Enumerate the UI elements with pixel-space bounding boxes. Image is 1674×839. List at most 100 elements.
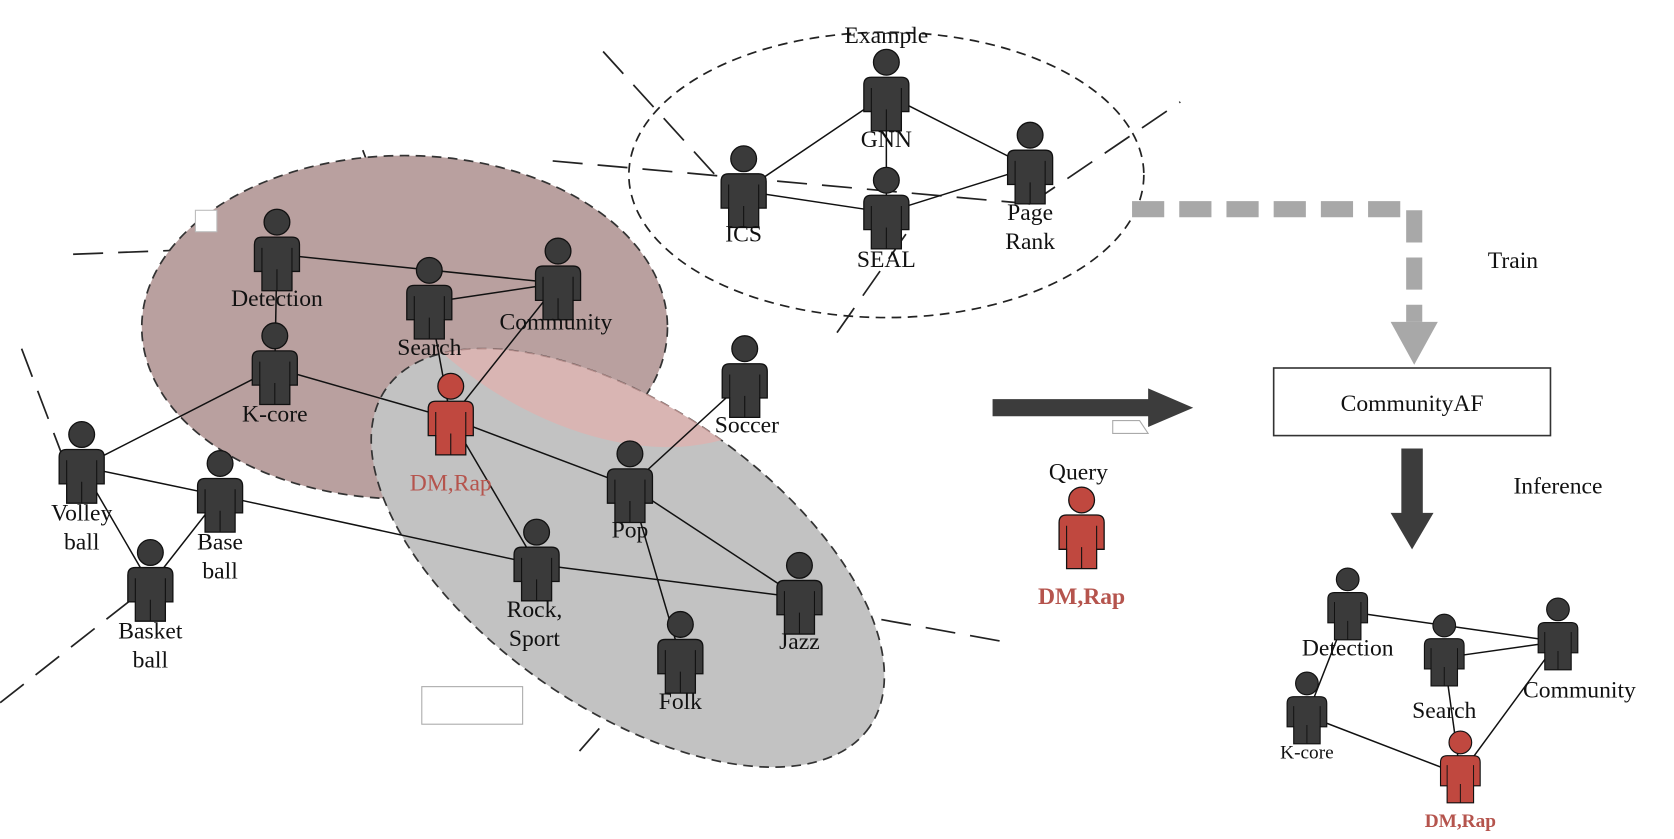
person-outline bbox=[664, 650, 696, 694]
person-body-icon bbox=[251, 350, 298, 406]
person-body-icon bbox=[427, 400, 474, 456]
person-outline bbox=[1066, 525, 1098, 569]
person-outline bbox=[1430, 648, 1458, 686]
person-outline bbox=[521, 557, 553, 601]
person-icon-soccer bbox=[721, 335, 768, 418]
person-head-icon bbox=[263, 208, 291, 236]
person-head-icon bbox=[544, 237, 572, 265]
edge-dmrap-pop bbox=[450, 417, 631, 487]
edge-baseball-rocksport bbox=[219, 494, 537, 566]
node-label-r_detection: Detection bbox=[1302, 636, 1394, 662]
person-head-icon bbox=[415, 256, 443, 284]
edge-ics-seal bbox=[743, 190, 887, 214]
person-body-icon bbox=[776, 579, 823, 635]
query-label: DM,Rap bbox=[1038, 584, 1125, 610]
person-head-icon bbox=[1068, 486, 1096, 514]
example-title: Example bbox=[844, 23, 928, 49]
person-icon-pagerank bbox=[1006, 121, 1054, 205]
person-head-icon bbox=[136, 539, 164, 567]
person-head-icon bbox=[1335, 567, 1360, 592]
person-head-icon bbox=[206, 449, 234, 478]
person-outline bbox=[1334, 602, 1362, 640]
person-icon-detection bbox=[253, 208, 301, 292]
inference-arrow bbox=[1390, 448, 1434, 550]
person-outline bbox=[728, 184, 760, 228]
person-icon-r_community bbox=[1537, 597, 1579, 671]
person-outline bbox=[870, 87, 902, 131]
person-outline bbox=[261, 247, 293, 291]
node-label-folk: Folk bbox=[659, 689, 702, 715]
person-head-icon bbox=[437, 372, 465, 400]
person-outline bbox=[413, 296, 445, 340]
person-icon-search bbox=[406, 256, 453, 340]
person-body-icon bbox=[534, 265, 582, 321]
person-body-icon bbox=[657, 638, 704, 694]
person-icon-community bbox=[534, 237, 582, 321]
person-body-icon bbox=[863, 194, 910, 250]
node-label-baseball: ball bbox=[202, 558, 238, 584]
person-body-icon bbox=[127, 566, 174, 622]
node-label-community: Community bbox=[500, 309, 613, 335]
node-label-baseball: Base bbox=[197, 529, 243, 555]
person-body-icon bbox=[863, 76, 910, 132]
person-outline bbox=[729, 374, 761, 418]
person-icon-ics bbox=[720, 145, 767, 229]
person-icon-r_dmrap bbox=[1439, 730, 1481, 804]
person-head-icon bbox=[872, 48, 900, 76]
query-person-icon bbox=[1058, 486, 1105, 570]
node-label-dmrap: DM,Rap bbox=[410, 470, 492, 496]
person-head-icon bbox=[1448, 730, 1473, 755]
person-outline bbox=[614, 479, 646, 523]
node-label-search: Search bbox=[397, 335, 461, 361]
person-body-icon bbox=[1537, 622, 1579, 671]
person-head-icon bbox=[1546, 597, 1570, 622]
person-body-icon bbox=[720, 173, 767, 229]
person-outline bbox=[66, 460, 98, 504]
person-icon-r_kcore bbox=[1286, 671, 1328, 745]
node-label-detection: Detection bbox=[231, 286, 323, 312]
person-head-icon bbox=[1016, 121, 1044, 149]
person-outline bbox=[783, 591, 816, 635]
node-label-jazz: Jazz bbox=[779, 629, 820, 655]
node-label-pagerank: Page bbox=[1007, 200, 1053, 226]
person-body-icon bbox=[606, 468, 654, 524]
person-head-icon bbox=[1432, 613, 1457, 638]
other-community-ellipse bbox=[370, 347, 886, 768]
inference-label: Inference bbox=[1513, 474, 1602, 500]
person-head-icon bbox=[523, 518, 551, 546]
train-arrow-head bbox=[1390, 321, 1438, 365]
person-body-icon bbox=[721, 363, 768, 418]
person-outline bbox=[1544, 632, 1572, 670]
person-icon-r_detection bbox=[1327, 567, 1369, 641]
background-layer bbox=[0, 31, 1181, 768]
edges-layer bbox=[81, 93, 1559, 776]
edge-r_kcore-r_dmrap bbox=[1306, 714, 1461, 776]
train-dashed-arrow bbox=[1132, 201, 1423, 322]
node-label-r_kcore: K-core bbox=[1280, 743, 1334, 764]
person-body-icon bbox=[406, 284, 453, 340]
person-icon-baseball bbox=[196, 449, 244, 533]
person-head-icon bbox=[730, 145, 758, 173]
edge-ics-gnn bbox=[743, 93, 887, 192]
edge-kcore-dmrap bbox=[274, 367, 451, 420]
person-head-icon bbox=[872, 166, 900, 194]
person-body-icon bbox=[1439, 755, 1481, 804]
community-af-model-box bbox=[1272, 367, 1552, 437]
node-label-rocksport: Sport bbox=[509, 626, 561, 652]
nodes-layer: GNNICSSEALPageRankDetectionSearchCommuni… bbox=[51, 48, 1636, 832]
person-head-icon bbox=[666, 610, 694, 638]
empty-rectangle-box bbox=[421, 686, 524, 725]
train-label: Train bbox=[1488, 248, 1538, 274]
query-input-arrow bbox=[992, 388, 1194, 428]
person-outline bbox=[1293, 706, 1321, 744]
node-label-volleyball: Volley bbox=[51, 500, 112, 526]
person-icon-r_search bbox=[1423, 613, 1465, 687]
person-icon-kcore bbox=[251, 322, 298, 406]
person-icon-folk bbox=[657, 610, 704, 694]
flow-layer: CommunityAF Train Inference Example Quer… bbox=[844, 23, 1602, 610]
person-head-icon bbox=[261, 322, 289, 350]
person-body-icon bbox=[58, 448, 105, 504]
person-outline bbox=[435, 411, 467, 455]
edge-pop-jazz bbox=[629, 485, 800, 599]
